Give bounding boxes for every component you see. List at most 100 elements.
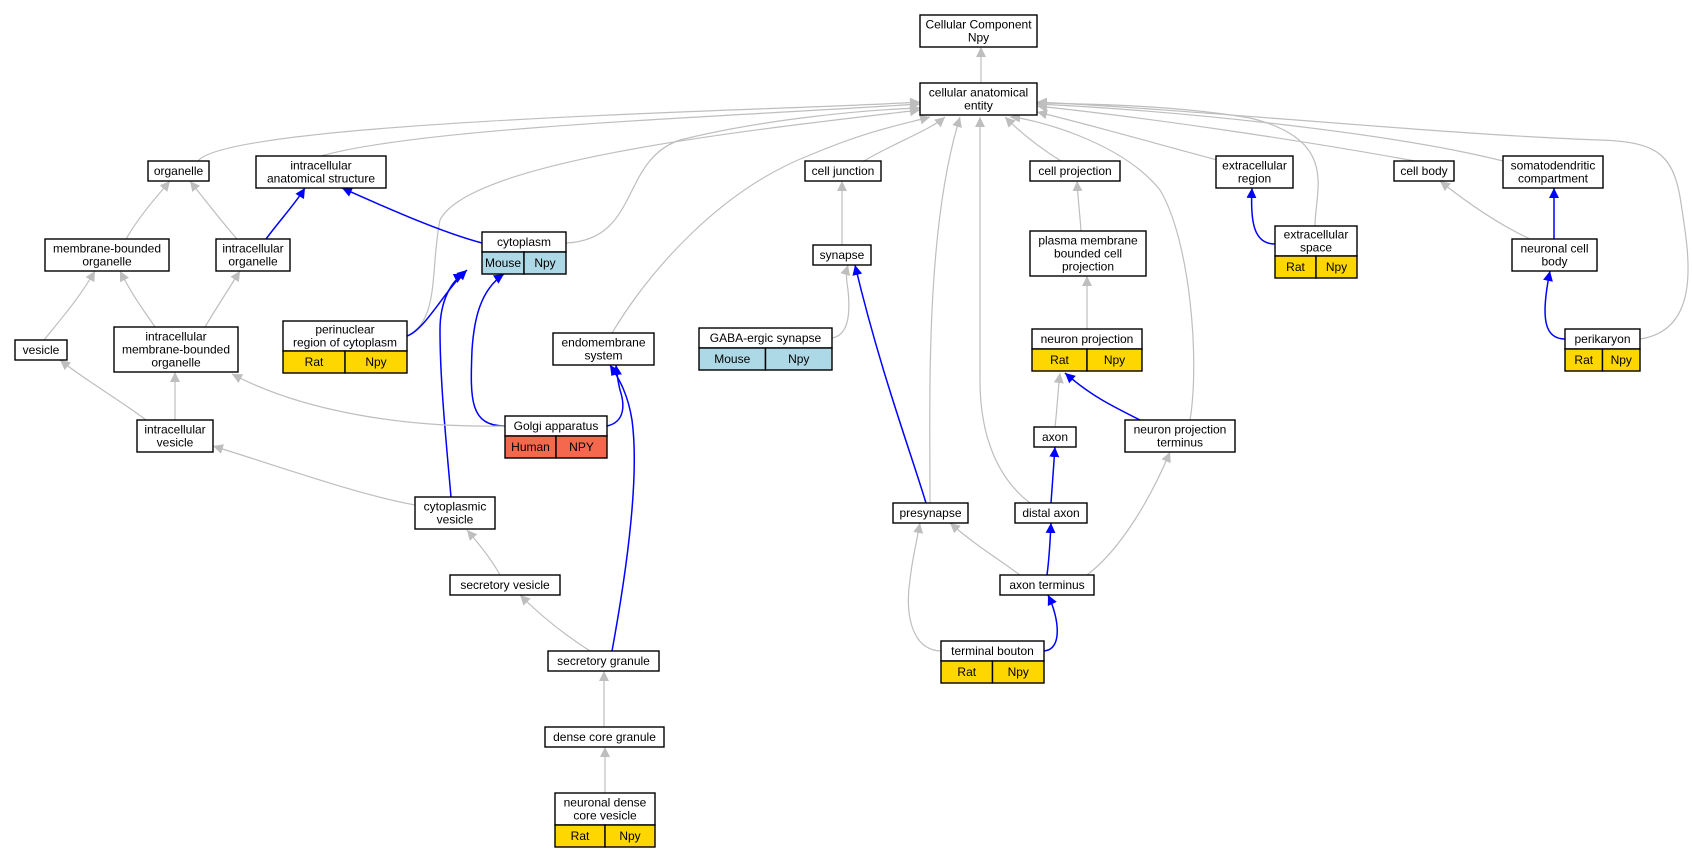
- edge-axon_terminus-to-distal_axon: [1045, 522, 1056, 576]
- edge-axon_terminus-to-npt: [1086, 451, 1171, 576]
- node-label: intracellular: [222, 242, 283, 256]
- node-label: space: [1300, 241, 1332, 255]
- node-box: [812, 244, 872, 266]
- node-label: plasma membrane: [1038, 234, 1138, 248]
- edge-npt-to-cae: [1009, 112, 1195, 421]
- node-box: [552, 332, 655, 366]
- annotation-species: Mouse: [485, 256, 521, 270]
- edge-somatodendritic-to-cae: [1036, 99, 1504, 162]
- node-box: [1029, 230, 1147, 277]
- edge-axon_terminus-to-presynapse: [949, 522, 1021, 576]
- node-axon_terminus[interactable]: axon terminus: [999, 574, 1095, 596]
- node-box: [14, 339, 68, 361]
- node-box: [414, 496, 496, 530]
- node-label: organelle: [228, 255, 278, 269]
- node-box: [44, 238, 170, 272]
- node-label: region of cytoplasm: [293, 336, 397, 350]
- node-organelle[interactable]: organelle: [147, 160, 210, 182]
- node-axon[interactable]: axon: [1033, 426, 1077, 448]
- node-label: membrane-bounded: [122, 343, 230, 357]
- annotation-gene: Npy: [1326, 260, 1347, 274]
- edge-perinuclear-to-cae: [406, 106, 921, 337]
- node-label: projection: [1062, 260, 1114, 274]
- node-label: organelle: [154, 164, 204, 178]
- node-presynapse[interactable]: presynapse: [892, 502, 969, 524]
- annotation-species: Rat: [957, 665, 976, 679]
- node-label: vesicle: [23, 343, 60, 357]
- node-label: secretory vesicle: [460, 578, 550, 592]
- annotation-species: Rat: [305, 355, 324, 369]
- annotation-gene: Npy: [534, 256, 555, 270]
- annotation-gene: Npy: [619, 829, 640, 843]
- edge-golgi-to-cytoplasm: [470, 273, 506, 427]
- annotation-species: Rat: [1286, 260, 1305, 274]
- node-distal_axon[interactable]: distal axon: [1014, 502, 1088, 524]
- edge-distal_axon-to-cae: [975, 117, 1031, 504]
- edge-imbo-to-mbo: [119, 270, 156, 328]
- node-box: [1014, 502, 1088, 524]
- node-dcg[interactable]: dense core granule: [544, 726, 665, 748]
- node-secretory_granule[interactable]: secretory granule: [547, 650, 660, 672]
- node-label: cell junction: [812, 164, 875, 178]
- node-synapse[interactable]: synapse: [812, 244, 872, 266]
- edge-extracellular_space-to-cae: [1036, 98, 1319, 227]
- node-vesicle[interactable]: vesicle: [14, 339, 68, 361]
- node-cell_body[interactable]: cell body: [1393, 160, 1455, 182]
- node-box: [136, 419, 214, 453]
- node-label: Npy: [968, 31, 989, 45]
- node-secretory_vesicle[interactable]: secretory vesicle: [449, 574, 561, 596]
- annotation-species: Mouse: [714, 352, 750, 366]
- edge-cell_body-to-cae: [1036, 102, 1416, 162]
- annotation-cell: [555, 435, 608, 459]
- node-label: distal axon: [1022, 506, 1079, 520]
- node-cell_junction[interactable]: cell junction: [804, 160, 882, 182]
- node-cell_projection[interactable]: cell projection: [1029, 160, 1121, 182]
- node-box: [147, 160, 210, 182]
- node-label: synapse: [820, 248, 865, 262]
- node-box: [1033, 426, 1077, 448]
- edge-intracellular_vesicle-to-vesicle: [59, 359, 147, 421]
- node-label: system: [584, 349, 622, 363]
- edge-cell_junction-to-cae: [863, 116, 946, 162]
- annotation-species: Rat: [1050, 353, 1069, 367]
- node-box: [1124, 419, 1236, 453]
- edge-endomembrane-to-cae: [611, 114, 931, 334]
- annotation-cell: [344, 350, 408, 374]
- edge-extracellular_region-to-cae: [1036, 109, 1222, 162]
- edge-vesicle-to-mbo: [43, 270, 96, 341]
- annotation-gene: Npy: [788, 352, 809, 366]
- edge-cytoplasmic_vesicle-to-cytoplasm: [439, 273, 465, 498]
- node-label: terminus: [1157, 436, 1203, 450]
- node-box: [544, 726, 665, 748]
- edges-layer: [43, 47, 1689, 793]
- edge-organelle-to-cae: [197, 97, 921, 162]
- node-label: compartment: [1518, 172, 1589, 186]
- edge-secretory_granule-to-secretory_vesicle: [519, 594, 591, 652]
- edge-cytoplasmic_vesicle-to-intracellular_vesicle: [212, 444, 416, 506]
- edge-perikaryon-to-cae: [1036, 97, 1689, 340]
- node-box: [804, 160, 882, 182]
